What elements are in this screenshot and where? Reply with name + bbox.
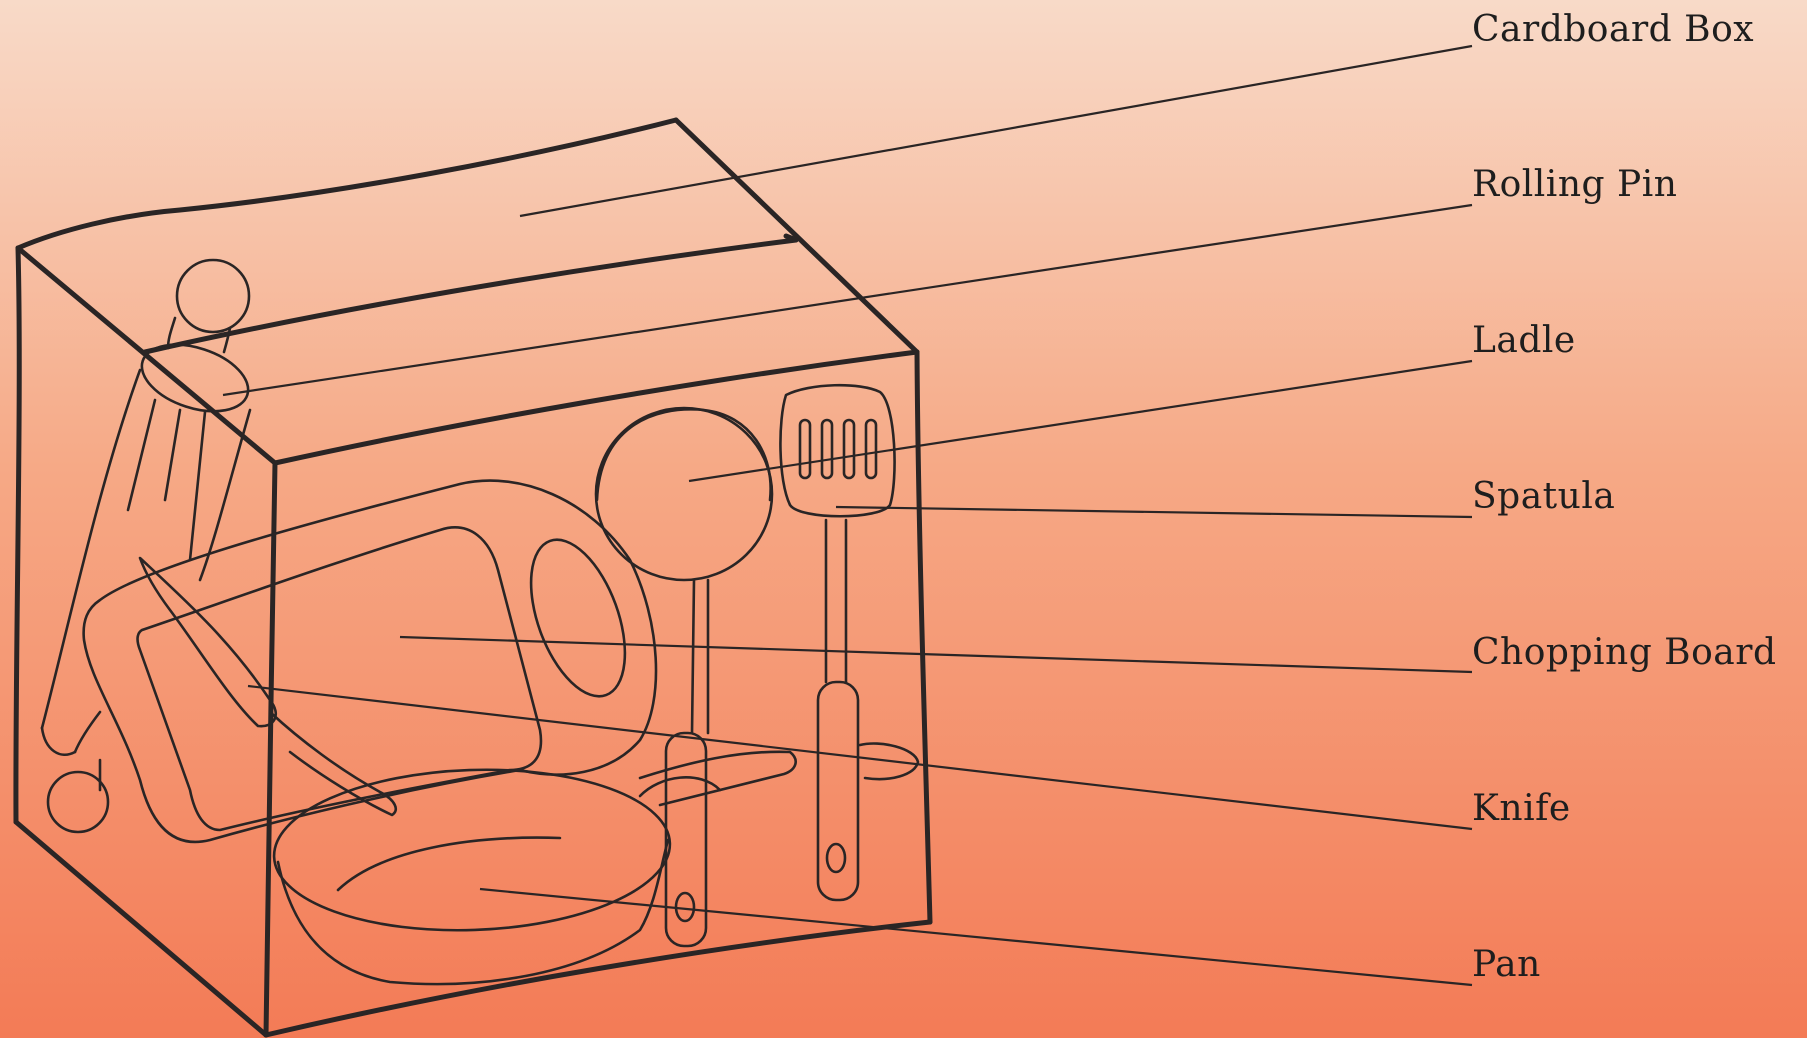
label-cardboard-box: Cardboard Box [1472,12,1754,48]
spatula-drawing [780,385,894,900]
rolling-pin-drawing [42,260,257,832]
leader-spatula [836,507,1472,517]
label-spatula: Spatula [1472,479,1615,515]
leader-cardboard-box [520,46,1472,216]
label-rolling-pin: Rolling Pin [1472,167,1677,203]
pan-drawing [271,763,720,984]
label-chopping-board: Chopping Board [1472,635,1777,671]
label-knife: Knife [1472,791,1571,827]
label-ladle: Ladle [1472,323,1576,359]
cardboard-box-drawing [16,120,930,1035]
leader-knife [248,686,1472,829]
leader-chopping-board [400,637,1472,672]
label-pan: Pan [1472,947,1541,983]
